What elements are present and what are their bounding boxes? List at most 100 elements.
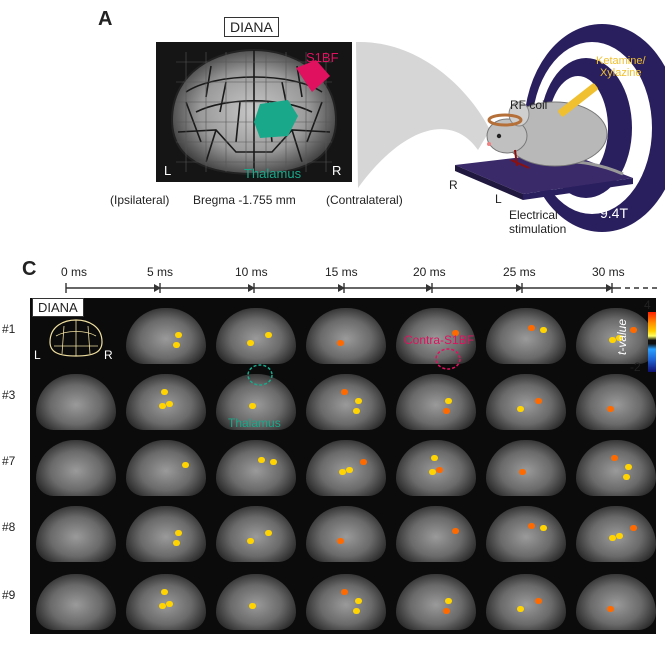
mouse-head	[486, 118, 528, 154]
time-label-0: 0 ms	[61, 265, 88, 279]
thalamus-circle	[247, 364, 273, 386]
activation-blob	[452, 528, 459, 534]
mri-tile-r4-c5	[396, 506, 476, 562]
row-label-7: #7	[2, 454, 16, 468]
mri-tile-r3-c1	[36, 440, 116, 496]
activation-blob	[528, 523, 535, 529]
contralateral-label: (Contralateral)	[326, 193, 403, 207]
activation-blob	[337, 538, 344, 544]
colorbar-label: t-value	[615, 318, 630, 356]
activation-blob	[630, 327, 637, 333]
row-label-1: #1	[2, 322, 16, 336]
activation-blob	[166, 401, 173, 407]
activation-blob	[249, 603, 256, 609]
mri-tile-r4-c4	[306, 506, 386, 562]
mouse-nose	[487, 142, 491, 146]
activation-blob	[175, 332, 182, 338]
mri-tile-r2-c4	[306, 374, 386, 430]
activation-blob	[337, 340, 344, 346]
panel-c-letter: C	[22, 258, 37, 280]
activation-blob	[519, 469, 526, 475]
grid-left-label: L	[34, 348, 41, 362]
timeline-axis	[65, 283, 658, 293]
panel-a-letter: A	[98, 8, 113, 30]
thalamus-annotation: Thalamus	[228, 416, 281, 430]
mri-tile-r2-c6	[486, 374, 566, 430]
activation-blob	[258, 457, 265, 463]
mri-tile-r5-c5	[396, 574, 476, 630]
activation-blob	[265, 332, 272, 338]
field-strength-label: 9.4T	[600, 205, 629, 221]
activation-blob	[436, 467, 443, 473]
rf-coil-label: RF coil	[510, 98, 548, 112]
activation-blob	[339, 469, 346, 475]
mri-tile-r4-c6	[486, 506, 566, 562]
time-label-15: 15 ms	[325, 265, 358, 279]
mri-tile-r1-c5	[396, 308, 476, 364]
activation-blob	[445, 398, 452, 404]
activation-blob	[616, 533, 623, 539]
stim-label: Electrical stimulation	[509, 208, 566, 236]
activation-blob	[159, 403, 166, 409]
activation-blob	[535, 398, 542, 404]
stim-electrodes	[510, 149, 530, 169]
atlas-inset	[49, 319, 103, 357]
bregma-label: Bregma -1.755 mm	[193, 193, 296, 207]
mouse-illustration	[455, 83, 633, 200]
activation-blob	[452, 330, 459, 336]
drug-label-line1: Ketamine/	[596, 55, 646, 67]
timeline-arrows	[154, 284, 613, 292]
time-label-10: 10 ms	[235, 265, 268, 279]
activation-blob	[445, 598, 452, 604]
grid-diana-label: DIANA	[32, 298, 84, 317]
activation-blob	[182, 462, 189, 468]
mri-tile-r4-c2	[126, 506, 206, 562]
mri-tile-r3-c6	[486, 440, 566, 496]
diana-title-box: DIANA	[224, 17, 279, 37]
mri-tile-r5-c1	[36, 574, 116, 630]
mri-tile-r2-c1	[36, 374, 116, 430]
mri-tile-r1-c2	[126, 308, 206, 364]
time-label-5: 5 ms	[147, 265, 174, 279]
contra-s1bf-circle	[435, 348, 461, 370]
activation-blob	[270, 459, 277, 465]
slice-left-label: L	[164, 163, 172, 178]
mri-tile-r3-c7	[576, 440, 656, 496]
activation-blob	[265, 530, 272, 536]
activation-blob	[166, 601, 173, 607]
activation-blob	[517, 606, 524, 612]
time-label-25: 25 ms	[503, 265, 536, 279]
activation-blob	[159, 603, 166, 609]
activation-blob	[630, 525, 637, 531]
activation-blob	[360, 459, 367, 465]
mri-tile-r4-c1	[36, 506, 116, 562]
s1bf-region	[296, 60, 330, 92]
activation-blob	[249, 403, 256, 409]
activation-blob	[161, 589, 168, 595]
ipsilateral-label: (Ipsilateral)	[110, 193, 170, 207]
mri-tile-r2-c3	[216, 374, 296, 430]
activation-blob	[443, 608, 450, 614]
activation-blob	[429, 469, 436, 475]
atlas-slice-drawing	[156, 42, 352, 182]
activation-blob	[517, 406, 524, 412]
activation-blob	[341, 589, 348, 595]
activation-blob	[355, 398, 362, 404]
row-label-3: #3	[2, 388, 16, 402]
activation-blob	[607, 406, 614, 412]
contra-s1bf-annotation: Contra-S1BF	[404, 333, 475, 347]
activation-blob	[616, 335, 623, 341]
activation-blob	[609, 535, 616, 541]
stim-label-line1: Electrical	[509, 208, 558, 222]
activation-blob	[173, 540, 180, 546]
activation-blob	[353, 408, 360, 414]
thalamus-label: Thalamus	[244, 166, 302, 181]
mri-tile-r3-c3	[216, 440, 296, 496]
activation-blob	[353, 608, 360, 614]
mri-tile-r4-c3	[216, 506, 296, 562]
mri-tile-r5-c3	[216, 574, 296, 630]
stage-right-label: R	[449, 178, 458, 192]
mri-tile-r2-c7	[576, 374, 656, 430]
row-label-9: #9	[2, 588, 16, 602]
row-label-8: #8	[2, 520, 16, 534]
